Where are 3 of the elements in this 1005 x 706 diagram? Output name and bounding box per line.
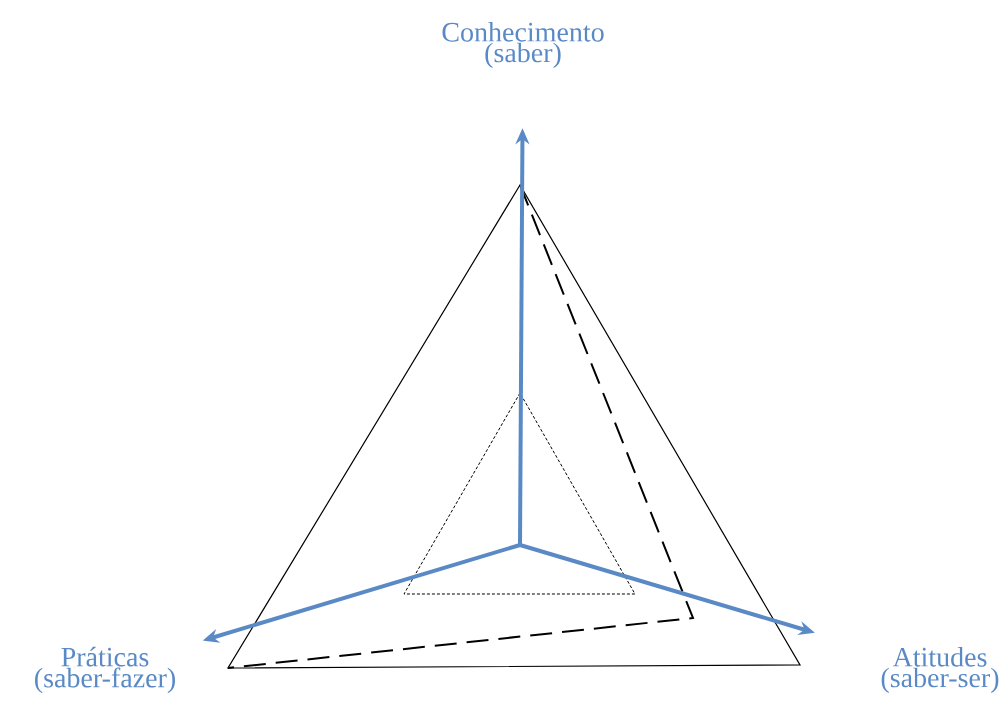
axis-label: Conhecimento (saber)	[442, 21, 604, 69]
axis-label: Atitudes (saber-ser)	[881, 646, 999, 694]
axis-label: Práticas (saber-fazer)	[35, 646, 175, 694]
